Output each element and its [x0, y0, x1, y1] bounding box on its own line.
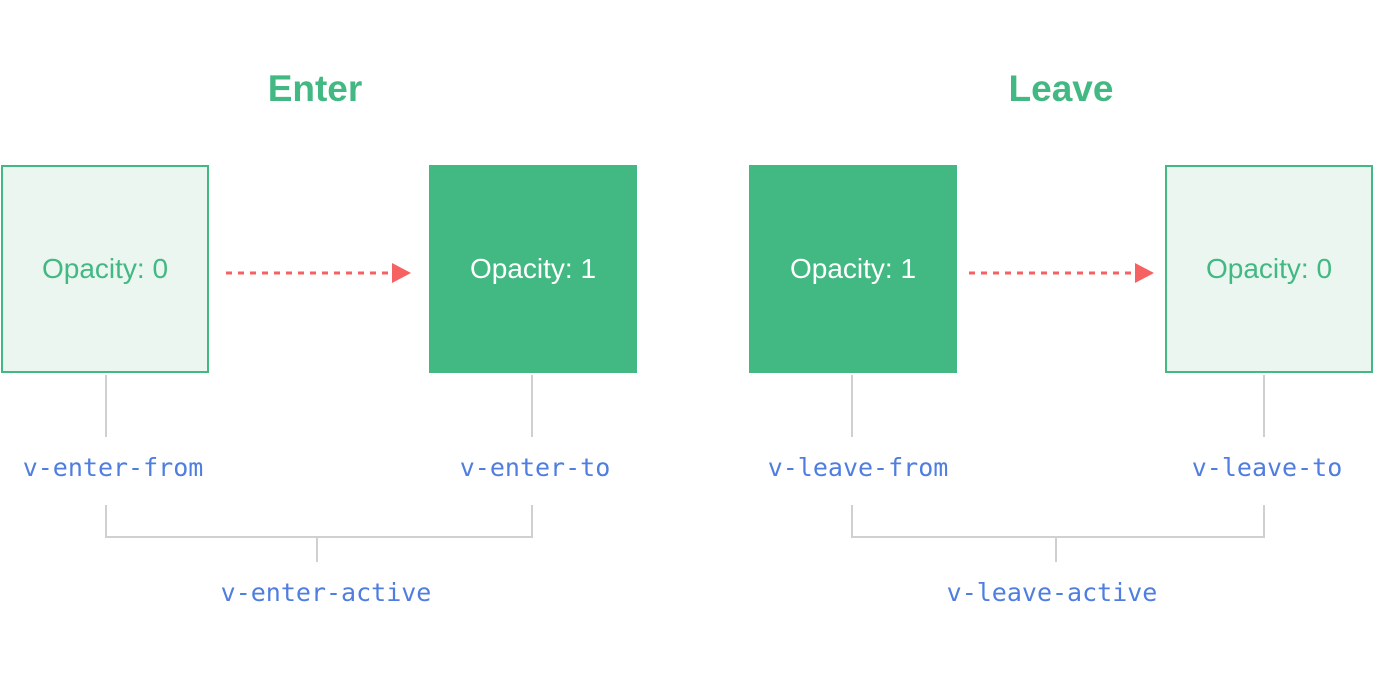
enter-from-opacity-text: Opacity: 0: [41, 253, 169, 284]
leave-title: Leave: [1008, 68, 1114, 109]
enter-from-class-label: v-enter-from: [22, 453, 204, 482]
enter-connectors: [105, 375, 533, 562]
leave-from-opacity-text: Opacity: 1: [789, 253, 917, 284]
enter-from-box: Opacity: 0: [1, 165, 209, 373]
leave-active-class-label: v-leave-active: [946, 578, 1158, 607]
enter-active-class-label: v-enter-active: [220, 578, 432, 607]
leave-transition-arrow: [969, 263, 1154, 283]
enter-transition-arrow: [226, 263, 411, 283]
enter-title: Enter: [267, 68, 363, 109]
enter-to-class-label: v-enter-to: [459, 453, 611, 482]
enter-to-opacity-text: Opacity: 1: [469, 253, 597, 284]
leave-to-opacity-text: Opacity: 0: [1205, 253, 1333, 284]
leave-to-box: Opacity: 0: [1165, 165, 1373, 373]
enter-to-box: Opacity: 1: [429, 165, 637, 373]
leave-connectors: [851, 375, 1265, 562]
leave-from-class-label: v-leave-from: [767, 453, 949, 482]
leave-from-box: Opacity: 1: [749, 165, 957, 373]
leave-to-class-label: v-leave-to: [1191, 453, 1343, 482]
